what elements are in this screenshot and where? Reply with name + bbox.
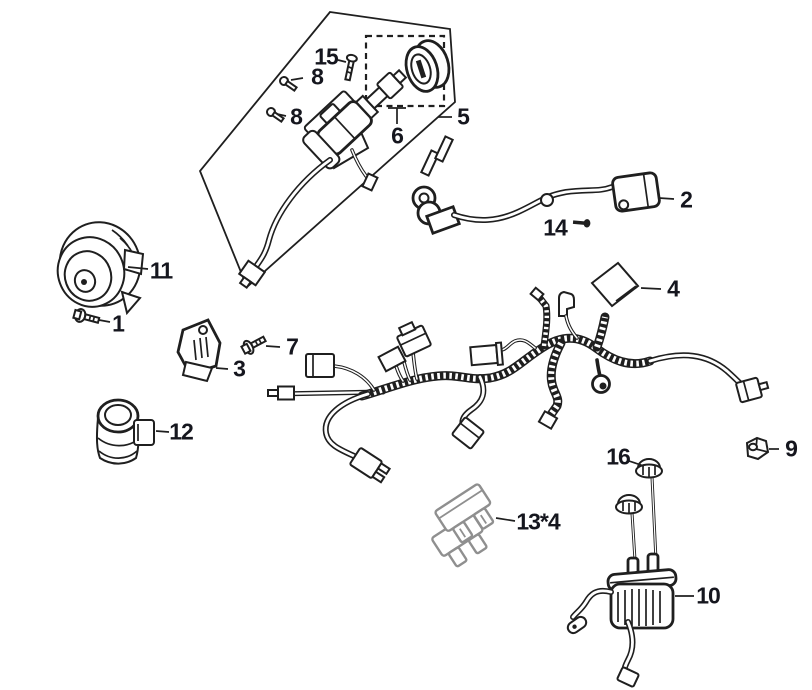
part-11-horn xyxy=(56,221,145,316)
callout-10: 10 xyxy=(696,582,721,609)
callout-6: 6 xyxy=(391,122,404,149)
callout-3: 3 xyxy=(233,355,246,382)
leader-13 xyxy=(495,517,516,522)
leader-8a xyxy=(290,77,304,81)
part-16-cap-nuts xyxy=(615,458,663,562)
callout-12: 12 xyxy=(169,418,194,445)
part-1-bolt xyxy=(72,308,101,325)
l-connector xyxy=(558,290,575,317)
connector xyxy=(377,345,407,373)
leader-11 xyxy=(127,266,149,270)
callout-11: 11 xyxy=(149,257,173,284)
part-ignition-switch-assembly xyxy=(237,68,455,289)
callout-13x4: 13*4 xyxy=(516,508,560,535)
part-10-ignition-coil xyxy=(566,552,678,688)
connector xyxy=(396,320,432,358)
block-connector xyxy=(305,353,335,378)
part-9-nut xyxy=(745,436,770,461)
callout-14: 14 xyxy=(543,214,568,241)
callout-8b: 8 xyxy=(290,103,303,130)
part-14-screw xyxy=(572,219,591,228)
connector xyxy=(469,341,504,367)
callout-2: 2 xyxy=(680,186,693,213)
part-13-fuses xyxy=(431,483,495,568)
leader-6 xyxy=(388,107,406,124)
leader-4 xyxy=(640,287,662,290)
leader-3 xyxy=(215,367,229,370)
switch-leg xyxy=(419,149,441,177)
callout-15: 15 xyxy=(314,43,339,70)
key-switch-face xyxy=(404,39,451,93)
callout-8a: 8 xyxy=(311,63,324,90)
callout-5: 5 xyxy=(457,103,470,130)
part-4-tag xyxy=(590,261,640,308)
leader-7 xyxy=(265,345,281,348)
connector xyxy=(451,416,485,450)
part-wire-harness xyxy=(267,261,770,484)
two-pin-connector xyxy=(349,447,392,484)
switch-leg xyxy=(433,135,455,163)
leader-15 xyxy=(337,59,347,63)
part-7-bolt xyxy=(240,335,268,356)
leader-1 xyxy=(98,319,111,323)
callout-7: 7 xyxy=(286,333,299,360)
harness-end-connector xyxy=(735,376,770,404)
leader-lines xyxy=(98,59,779,597)
callout-1: 1 xyxy=(112,310,125,337)
part-15-screw xyxy=(344,53,358,82)
bullet-connector xyxy=(277,385,295,401)
assembly-frame-outline xyxy=(198,11,456,289)
callout-9: 9 xyxy=(785,435,798,462)
leader-16 xyxy=(628,460,645,467)
leader-2 xyxy=(658,197,675,200)
part-12-relay xyxy=(95,398,155,465)
part-3-bracket xyxy=(176,318,222,383)
leader-8b xyxy=(276,113,287,117)
part-8-bolt-a xyxy=(279,76,299,93)
leader-12 xyxy=(155,430,170,433)
part-2-spark-plug-lead xyxy=(411,171,661,236)
callout-4: 4 xyxy=(667,275,680,302)
callout-16: 16 xyxy=(606,443,631,470)
